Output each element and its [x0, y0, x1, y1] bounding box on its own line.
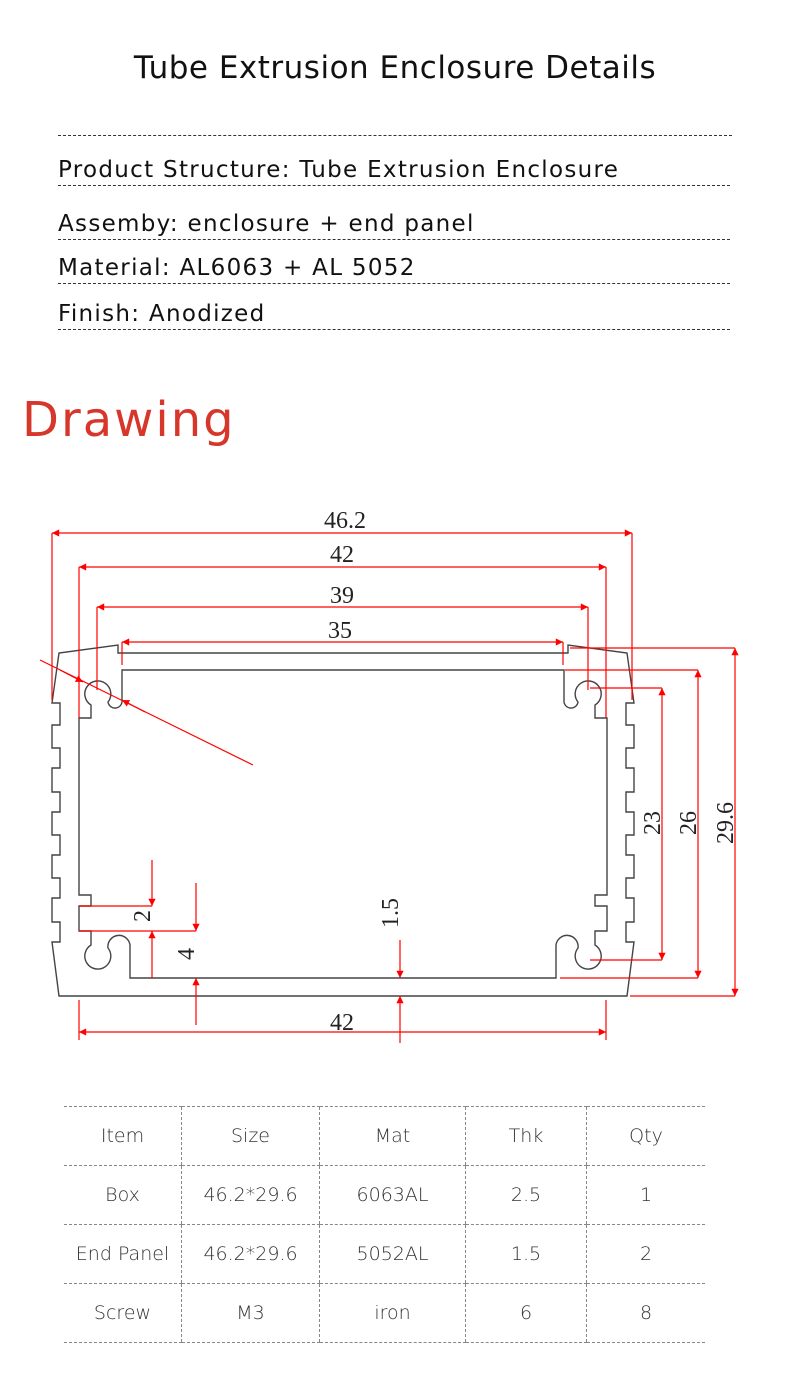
table-row: Screw M3 iron 6 8: [64, 1283, 705, 1343]
dim-width-39: 39: [330, 583, 354, 609]
table-header-row: Item Size Mat Thk Qty: [64, 1106, 705, 1166]
drawing-heading: Drawing: [22, 392, 236, 448]
header-item: Item: [64, 1106, 182, 1166]
spec-product-structure: Product Structure: Tube Extrusion Enclos…: [58, 155, 730, 186]
header-mat: Mat: [319, 1106, 466, 1166]
header-qty: Qty: [586, 1106, 705, 1166]
dim-width-35: 35: [328, 618, 352, 644]
header-size: Size: [181, 1106, 320, 1166]
dimension-lines: [39, 529, 739, 1043]
page-title: Tube Extrusion Enclosure Details: [133, 50, 657, 86]
dim-height-29-6: 29.6: [713, 802, 739, 844]
dim-height-26: 26: [676, 811, 702, 835]
cell-item: End Panel: [64, 1224, 182, 1284]
table-row: Box 46.2*29.6 6063AL 2.5 1: [64, 1165, 705, 1225]
spec-assembly: Assemby: enclosure + end panel: [58, 209, 730, 240]
enclosure-profile: [51, 644, 635, 997]
parts-table: Item Size Mat Thk Qty Box 46.2*29.6 6063…: [64, 1106, 705, 1343]
cell-size: M3: [181, 1283, 320, 1343]
cell-mat: iron: [319, 1283, 466, 1343]
header-thk: Thk: [465, 1106, 587, 1166]
cell-qty: 1: [586, 1165, 705, 1225]
cell-qty: 2: [586, 1224, 705, 1284]
dim-width-42-top: 42: [330, 542, 354, 568]
divider: [58, 135, 732, 136]
table-row: End Panel 46.2*29.6 5052AL 1.5 2: [64, 1224, 705, 1284]
dim-slot-4: 4: [174, 948, 200, 960]
cell-qty: 8: [586, 1283, 705, 1343]
dim-slot-2: 2: [130, 910, 156, 922]
cell-size: 46.2*29.6: [181, 1224, 320, 1284]
cell-thk: 6: [465, 1283, 587, 1343]
cell-size: 46.2*29.6: [181, 1165, 320, 1225]
dim-overall-width: 46.2: [324, 508, 366, 534]
cell-mat: 5052AL: [319, 1224, 466, 1284]
cell-item: Box: [64, 1165, 182, 1225]
spec-finish: Finish: Anodized: [58, 299, 730, 330]
cell-thk: 1.5: [465, 1224, 587, 1284]
dim-width-42-bottom: 42: [330, 1010, 354, 1036]
technical-drawing: 46.2 42 39 35 42 23 26 29.6 1.5 2 4: [39, 508, 739, 1043]
cell-item: Screw: [64, 1283, 182, 1343]
dim-wall-1-5: 1.5: [378, 898, 404, 928]
spec-material: Material: AL6063 + AL 5052: [58, 253, 730, 284]
cell-mat: 6063AL: [319, 1165, 466, 1225]
dim-height-23: 23: [640, 811, 666, 835]
cell-thk: 2.5: [465, 1165, 587, 1225]
